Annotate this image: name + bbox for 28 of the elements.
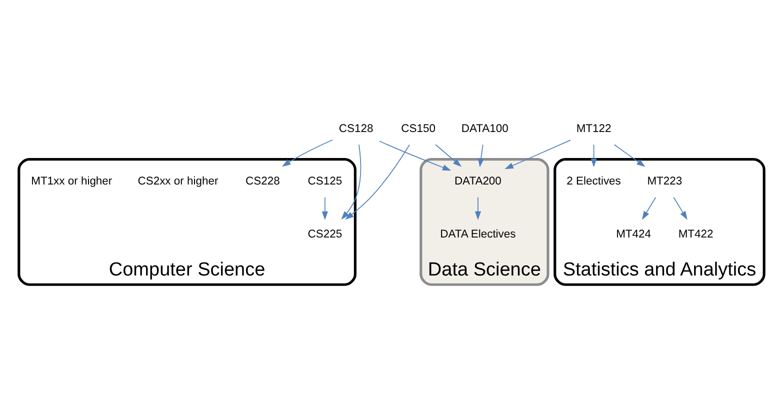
arrow [614, 144, 646, 166]
node-text: MT223 [647, 175, 682, 188]
arrow [590, 144, 597, 167]
node-text: CS128 [338, 122, 374, 134]
node-text: DATA200 [454, 175, 502, 188]
node-text: MT122 [576, 122, 612, 134]
arrow [435, 144, 462, 166]
node-text: CS150 [401, 122, 436, 134]
node-text: CS225 [308, 228, 342, 240]
arrow [341, 144, 362, 220]
node-text: MT422 [678, 228, 714, 240]
arrow [379, 140, 452, 170]
arrow [504, 139, 571, 169]
arrow [474, 196, 481, 220]
arrow [282, 138, 333, 166]
node-text: DATA100 [461, 122, 508, 134]
node-text: MT424 [616, 228, 652, 240]
node-text: CS125 [308, 175, 342, 188]
node-text: 2 Electives [566, 175, 621, 188]
node-text: CS228 [246, 175, 280, 188]
node-text: CS2xx or higher [138, 175, 218, 188]
arrow [673, 196, 688, 220]
node-text: DATA Electives [440, 228, 516, 240]
arrow [478, 144, 484, 167]
arrow [642, 196, 656, 220]
arrow [322, 196, 328, 220]
arrow [345, 144, 410, 220]
node-text: MT1xx or higher [31, 175, 112, 188]
